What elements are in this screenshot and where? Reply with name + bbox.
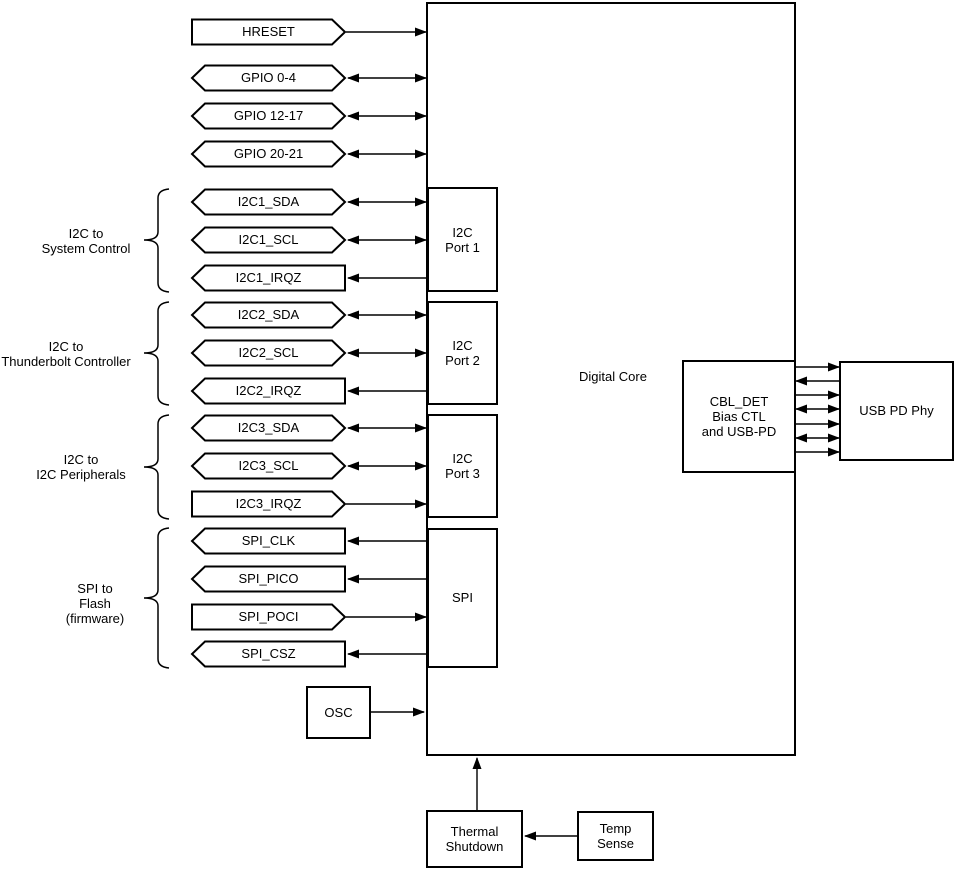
signal-flag-i2c3-sda xyxy=(190,414,347,442)
cbl-det-label: CBL_DET Bias CTL and USB-PD xyxy=(701,394,777,439)
usb-pd-phy-label: USB PD Phy xyxy=(859,403,934,418)
signal-flag-spi-poci xyxy=(191,603,347,631)
signal-label-i2c3-irqz: I2C3_IRQZ xyxy=(235,496,302,511)
brace-i2c-peripherals xyxy=(143,414,170,520)
signal-flag-spi-clk xyxy=(190,527,346,555)
i2c-port-1-label: I2C Port 1 xyxy=(445,225,480,255)
signal-flag-i2c3-scl xyxy=(190,452,347,480)
group-label-thunderbolt: I2C to Thunderbolt Controller xyxy=(1,339,131,369)
brace-spi-flash xyxy=(143,527,170,669)
i2c-port-2-block xyxy=(427,301,498,405)
signal-label-gpio-20-21: GPIO 20-21 xyxy=(233,146,304,161)
signal-label-i2c1-scl: I2C1_SCL xyxy=(238,232,299,247)
osc-block xyxy=(306,686,371,739)
temp-sense-label: Temp Sense xyxy=(597,821,634,851)
i2c-port-2-label: I2C Port 2 xyxy=(445,338,480,368)
thermal-shutdown-block xyxy=(426,810,523,868)
usb-pd-phy-block xyxy=(839,361,954,461)
signal-flag-i2c1-scl xyxy=(190,226,347,254)
signal-label-gpio-0-4: GPIO 0-4 xyxy=(241,70,296,85)
signal-label-spi-clk: SPI_CLK xyxy=(241,533,296,548)
signal-flag-gpio-20-21 xyxy=(190,140,347,168)
signal-label-i2c1-irqz: I2C1_IRQZ xyxy=(235,270,302,285)
brace-system-control xyxy=(143,188,170,293)
thermal-shutdown-label: Thermal Shutdown xyxy=(445,824,504,854)
signal-flag-i2c2-scl xyxy=(190,339,347,367)
signal-flag-gpio-12-17 xyxy=(190,102,347,130)
brace-thunderbolt xyxy=(143,301,170,406)
signal-label-spi-csz: SPI_CSZ xyxy=(241,646,296,661)
i2c-port-1-block xyxy=(427,187,498,292)
signal-flag-hreset xyxy=(191,18,347,46)
signal-flag-gpio-0-4 xyxy=(190,64,347,92)
signal-label-i2c2-irqz: I2C2_IRQZ xyxy=(235,383,302,398)
temp-sense-block xyxy=(577,811,654,861)
group-label-spi-flash: SPI to Flash (firmware) xyxy=(65,581,125,626)
signal-flag-i2c3-irqz xyxy=(191,490,347,518)
signal-flag-i2c1-sda xyxy=(190,188,347,216)
osc-label: OSC xyxy=(324,705,353,720)
signal-label-gpio-12-17: GPIO 12-17 xyxy=(233,108,304,123)
signal-label-i2c1-sda: I2C1_SDA xyxy=(237,194,300,209)
group-label-i2c-peripherals: I2C to I2C Peripherals xyxy=(36,452,126,482)
signal-label-i2c3-sda: I2C3_SDA xyxy=(237,420,300,435)
digital-core-label: Digital Core xyxy=(579,369,647,384)
cbl-det-block xyxy=(682,360,796,473)
signal-flag-i2c2-sda xyxy=(190,301,347,329)
signal-label-hreset: HRESET xyxy=(242,24,295,39)
signal-flag-spi-csz xyxy=(190,640,346,668)
signal-flag-spi-pico xyxy=(190,565,346,593)
signal-label-i2c2-sda: I2C2_SDA xyxy=(237,307,300,322)
signal-label-i2c2-scl: I2C2_SCL xyxy=(238,345,299,360)
signal-label-i2c3-scl: I2C3_SCL xyxy=(238,458,299,473)
i2c-port-3-label: I2C Port 3 xyxy=(445,451,480,481)
i2c-port-3-block xyxy=(427,414,498,518)
spi-block xyxy=(427,528,498,668)
signal-flag-i2c2-irqz xyxy=(190,377,346,405)
group-label-system-control: I2C to System Control xyxy=(41,226,131,256)
signal-label-spi-poci: SPI_POCI xyxy=(238,609,299,624)
spi-label: SPI xyxy=(452,590,473,605)
signal-flag-i2c1-irqz xyxy=(190,264,346,292)
signal-label-spi-pico: SPI_PICO xyxy=(238,571,299,586)
